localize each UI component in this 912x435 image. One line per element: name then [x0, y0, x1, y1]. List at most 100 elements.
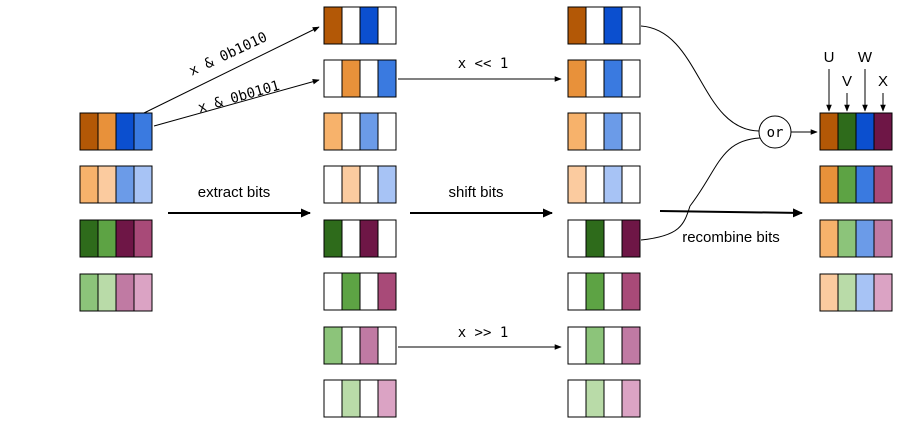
extracted-word-5 [323, 272, 397, 311]
input-word-2-bit-1 [97, 219, 117, 258]
extracted-word-6-bit-1 [341, 326, 361, 365]
shifted-word-5 [567, 272, 641, 311]
input-word-3-bit-2 [115, 273, 135, 312]
extracted-word-3 [323, 165, 397, 204]
shifted-word-0 [567, 6, 641, 45]
input-word-3 [79, 273, 153, 312]
output-word-0-bit-3 [873, 112, 893, 151]
output-word-3 [819, 273, 893, 312]
shifted-word-2-bit-2 [603, 112, 623, 151]
extracted-word-4 [323, 219, 397, 258]
shifted-word-2-bit-3 [621, 112, 641, 151]
extracted-word-2-bit-1 [341, 112, 361, 151]
shifted-word-5-bit-3 [621, 272, 641, 311]
extracted-word-0-bit-3 [377, 6, 397, 45]
extracted-word-1-frame [323, 59, 397, 98]
input-word-2-bit-3 [133, 219, 153, 258]
shifted-word-7-bit-2 [603, 379, 623, 418]
recombine-arrow [659, 208, 803, 218]
extracted-word-7-bit-2 [359, 379, 379, 418]
extracted-word-6-bit-3 [377, 326, 397, 365]
shifted-word-5-bit-2 [603, 272, 623, 311]
extracted-word-0-bit-1 [341, 6, 361, 45]
input-word-1 [79, 165, 153, 204]
shifted-word-7-bit-0 [567, 379, 587, 418]
extracted-word-7-frame [323, 379, 397, 418]
input-word-2-frame [79, 219, 153, 258]
shifted-word-1-bit-2 [603, 59, 623, 98]
recombine-label: recombine bits [682, 229, 780, 246]
input-word-3-frame [79, 273, 153, 312]
extracted-word-6 [323, 326, 397, 365]
extracted-word-2 [323, 112, 397, 151]
extracted-words [323, 6, 397, 418]
extracted-word-1-bit-2 [359, 59, 379, 98]
extracted-word-3-frame [323, 165, 397, 204]
shifted-word-2 [567, 112, 641, 151]
input-word-2-bit-2 [115, 219, 135, 258]
extracted-word-4-bit-3 [377, 219, 397, 258]
extracted-word-2-bit-3 [377, 112, 397, 151]
extracted-word-5-bit-1 [341, 272, 361, 311]
output-word-0-frame [819, 112, 893, 151]
extracted-word-0-bit-0 [323, 6, 343, 45]
shifted-word-1 [567, 59, 641, 98]
extracted-word-1-bit-0 [323, 59, 343, 98]
extracted-word-0-bit-2 [359, 6, 379, 45]
input-word-0-bit-0 [79, 112, 99, 151]
shifted-word-4-bit-1 [585, 219, 605, 258]
extracted-word-2-frame [323, 112, 397, 151]
extracted-word-6-frame [323, 326, 397, 365]
mask-a-arrow [143, 26, 320, 114]
shifted-word-7-bit-3 [621, 379, 641, 418]
or-input-curve-mid [689, 137, 761, 207]
shifted-word-5-frame [567, 272, 641, 311]
output-word-1-bit-1 [837, 165, 857, 204]
input-word-3-bit-3 [133, 273, 153, 312]
output-word-3-bit-1 [837, 273, 857, 312]
extracted-word-4-frame [323, 219, 397, 258]
mask-b-arrow [153, 78, 320, 127]
input-word-0-bit-2 [115, 112, 135, 151]
input-word-2 [79, 219, 153, 258]
extracted-word-1 [323, 59, 397, 98]
shifted-word-0-bit-3 [621, 6, 641, 45]
input-word-1-bit-2 [115, 165, 135, 204]
shifted-word-2-bit-1 [585, 112, 605, 151]
input-word-1-bit-0 [79, 165, 99, 204]
extracted-word-3-bit-2 [359, 165, 379, 204]
output-word-2-bit-0 [819, 219, 839, 258]
shift-label: shift bits [448, 184, 503, 201]
shifted-word-4-bit-2 [603, 219, 623, 258]
input-word-2-bit-0 [79, 219, 99, 258]
input-word-0 [79, 112, 153, 151]
output-word-0-bit-1 [837, 112, 857, 151]
extracted-word-5-frame [323, 272, 397, 311]
extracted-word-2-bit-2 [359, 112, 379, 151]
output-word-3-bit-0 [819, 273, 839, 312]
extracted-word-3-bit-3 [377, 165, 397, 204]
shifted-word-5-bit-1 [585, 272, 605, 311]
extracted-word-4-bit-0 [323, 219, 343, 258]
shifted-word-1-bit-3 [621, 59, 641, 98]
shifted-word-6-bit-2 [603, 326, 623, 365]
shifted-word-3-bit-0 [567, 165, 587, 204]
extracted-word-0-frame [323, 6, 397, 45]
output-word-3-bit-3 [873, 273, 893, 312]
shifted-word-0-frame [567, 6, 641, 45]
extracted-word-0 [323, 6, 397, 45]
output-word-1-bit-0 [819, 165, 839, 204]
shifted-word-7-bit-1 [585, 379, 605, 418]
output-word-2-frame [819, 219, 893, 258]
extracted-word-7-bit-1 [341, 379, 361, 418]
bit-label-u: U [824, 49, 835, 66]
extracted-word-1-bit-1 [341, 59, 361, 98]
shifted-word-2-bit-0 [567, 112, 587, 151]
output-word-1-bit-3 [873, 165, 893, 204]
output-word-3-frame [819, 273, 893, 312]
shifted-word-2-frame [567, 112, 641, 151]
extracted-word-5-bit-2 [359, 272, 379, 311]
input-word-0-bit-1 [97, 112, 117, 151]
